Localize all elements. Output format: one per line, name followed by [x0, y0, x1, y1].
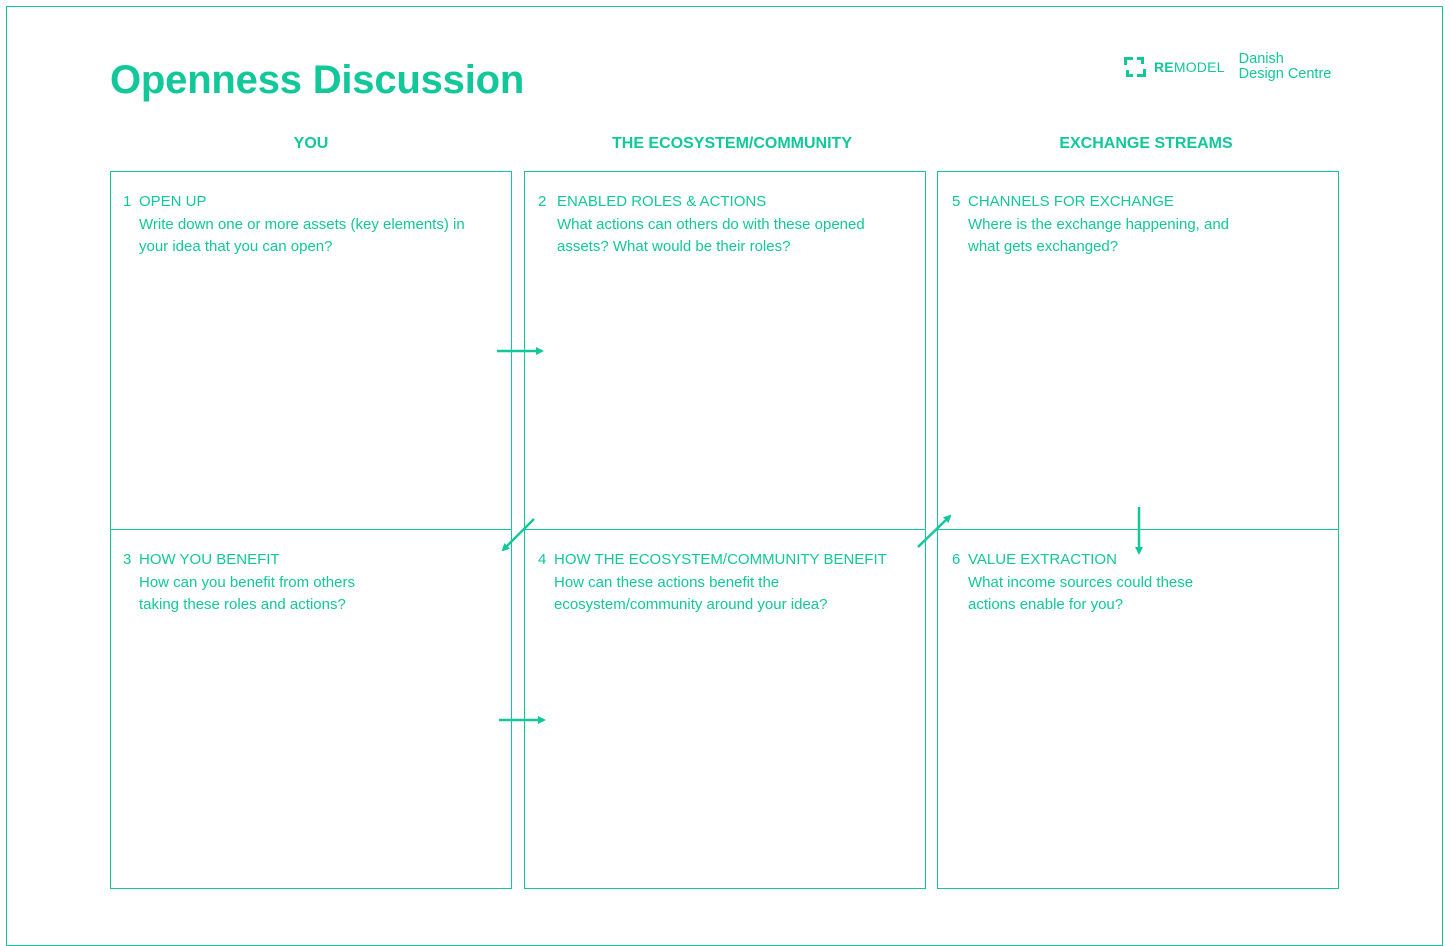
- cell-how-you-benefit[interactable]: 3 HOW YOU BENEFIT How can you benefit fro…: [110, 529, 512, 889]
- remodel-logo-icon: [1124, 57, 1146, 77]
- column-heading-you: YOU: [293, 135, 329, 152]
- cell-channels-exchange[interactable]: 5 CHANNELS FOR EXCHANGE Where is the exch…: [937, 171, 1339, 530]
- cell-title: CHANNELS FOR EXCHANGE: [968, 193, 1174, 210]
- danish-design-centre-logo: Danish Design Centre: [1239, 52, 1332, 82]
- cell-number: 2: [538, 193, 547, 210]
- cell-title: OPEN UP: [139, 193, 207, 210]
- column-heading-exchange: EXCHANGE STREAMS: [1059, 135, 1233, 152]
- remodel-wordmark: REMODEL: [1154, 59, 1225, 75]
- page-title: Openness Discussion: [110, 58, 525, 102]
- cell-open-up[interactable]: 1 OPEN UP Write down one or more assets (…: [110, 171, 512, 530]
- cell-enabled-roles[interactable]: 2 ENABLED ROLES & ACTIONS What actions ca…: [524, 171, 926, 530]
- cell-value-extraction[interactable]: 6 VALUE EXTRACTION What income sources co…: [937, 529, 1339, 889]
- cell-question: How can these actions benefit the ecosys…: [554, 573, 828, 614]
- cell-number: 4: [538, 551, 547, 568]
- cell-question: How can you benefit from others taking t…: [139, 573, 355, 614]
- cell-title: HOW YOU BENEFIT: [139, 551, 280, 568]
- logo-area: REMODEL Danish Design Centre: [1122, 52, 1331, 82]
- cell-question: What income sources could these actions …: [968, 573, 1194, 614]
- cell-number: 5: [952, 193, 961, 210]
- cell-title: ENABLED ROLES & ACTIONS: [557, 193, 767, 210]
- cell-ecosystem-benefit[interactable]: 4 HOW THE ECOSYSTEM/COMMUNITY BENEFIT How…: [524, 529, 926, 889]
- cell-number: 6: [952, 551, 961, 568]
- cell-question: Write down one or more assets (key eleme…: [139, 215, 465, 256]
- cell-title: VALUE EXTRACTION: [968, 551, 1117, 568]
- remodel-logo: REMODEL: [1122, 54, 1225, 80]
- cell-number: 3: [123, 551, 132, 568]
- cell-question: Where is the exchange happening, and wha…: [968, 215, 1230, 256]
- ddc-line-1: Danish: [1238, 51, 1284, 67]
- cell-title: HOW THE ECOSYSTEM/COMMUNITY BENEFIT: [554, 551, 887, 568]
- cell-number: 1: [123, 193, 132, 210]
- cell-question: What actions can others do with these op…: [557, 215, 865, 256]
- column-heading-ecosystem: THE ECOSYSTEM/COMMUNITY: [611, 135, 852, 152]
- ddc-line-2: Design Centre: [1238, 66, 1332, 82]
